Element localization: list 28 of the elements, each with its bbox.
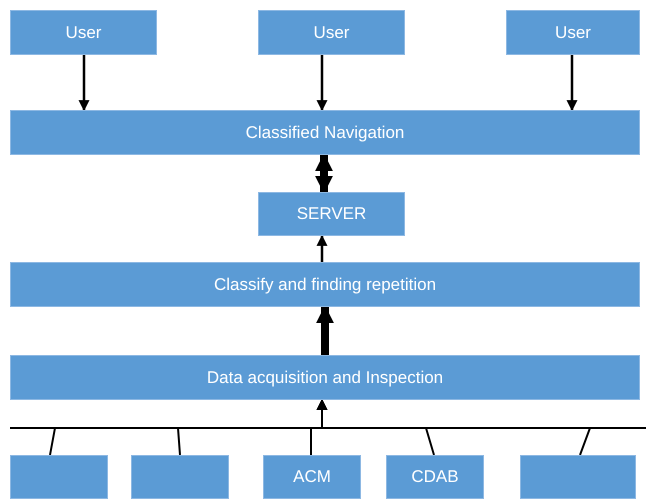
box-label: CDAB [411,466,459,488]
arrow [566,55,578,112]
arrow [315,153,333,194]
process-box [10,110,640,155]
process-box [258,10,405,55]
box-label: Classified Navigation [246,122,404,144]
process-box [506,10,640,55]
arrow [316,305,334,355]
box-label: User [66,22,102,44]
arrow [316,398,592,456]
process-box [10,355,640,400]
box-label: Classify and finding repetition [214,274,436,296]
arrow [316,55,328,112]
box-label: SERVER [296,203,366,226]
arrow [78,55,90,112]
process-box [10,262,640,307]
process-box [263,455,361,499]
process-box [258,192,405,236]
arrow [316,234,328,262]
process-box [10,10,157,55]
box-label: User [555,22,591,44]
process-box [520,455,636,499]
box-label: User [314,22,350,44]
box-label: ACM [293,466,331,488]
process-box [10,455,108,499]
box-label: Data acquisition and Inspection [206,366,444,389]
process-box [386,455,484,499]
process-box [131,455,229,499]
